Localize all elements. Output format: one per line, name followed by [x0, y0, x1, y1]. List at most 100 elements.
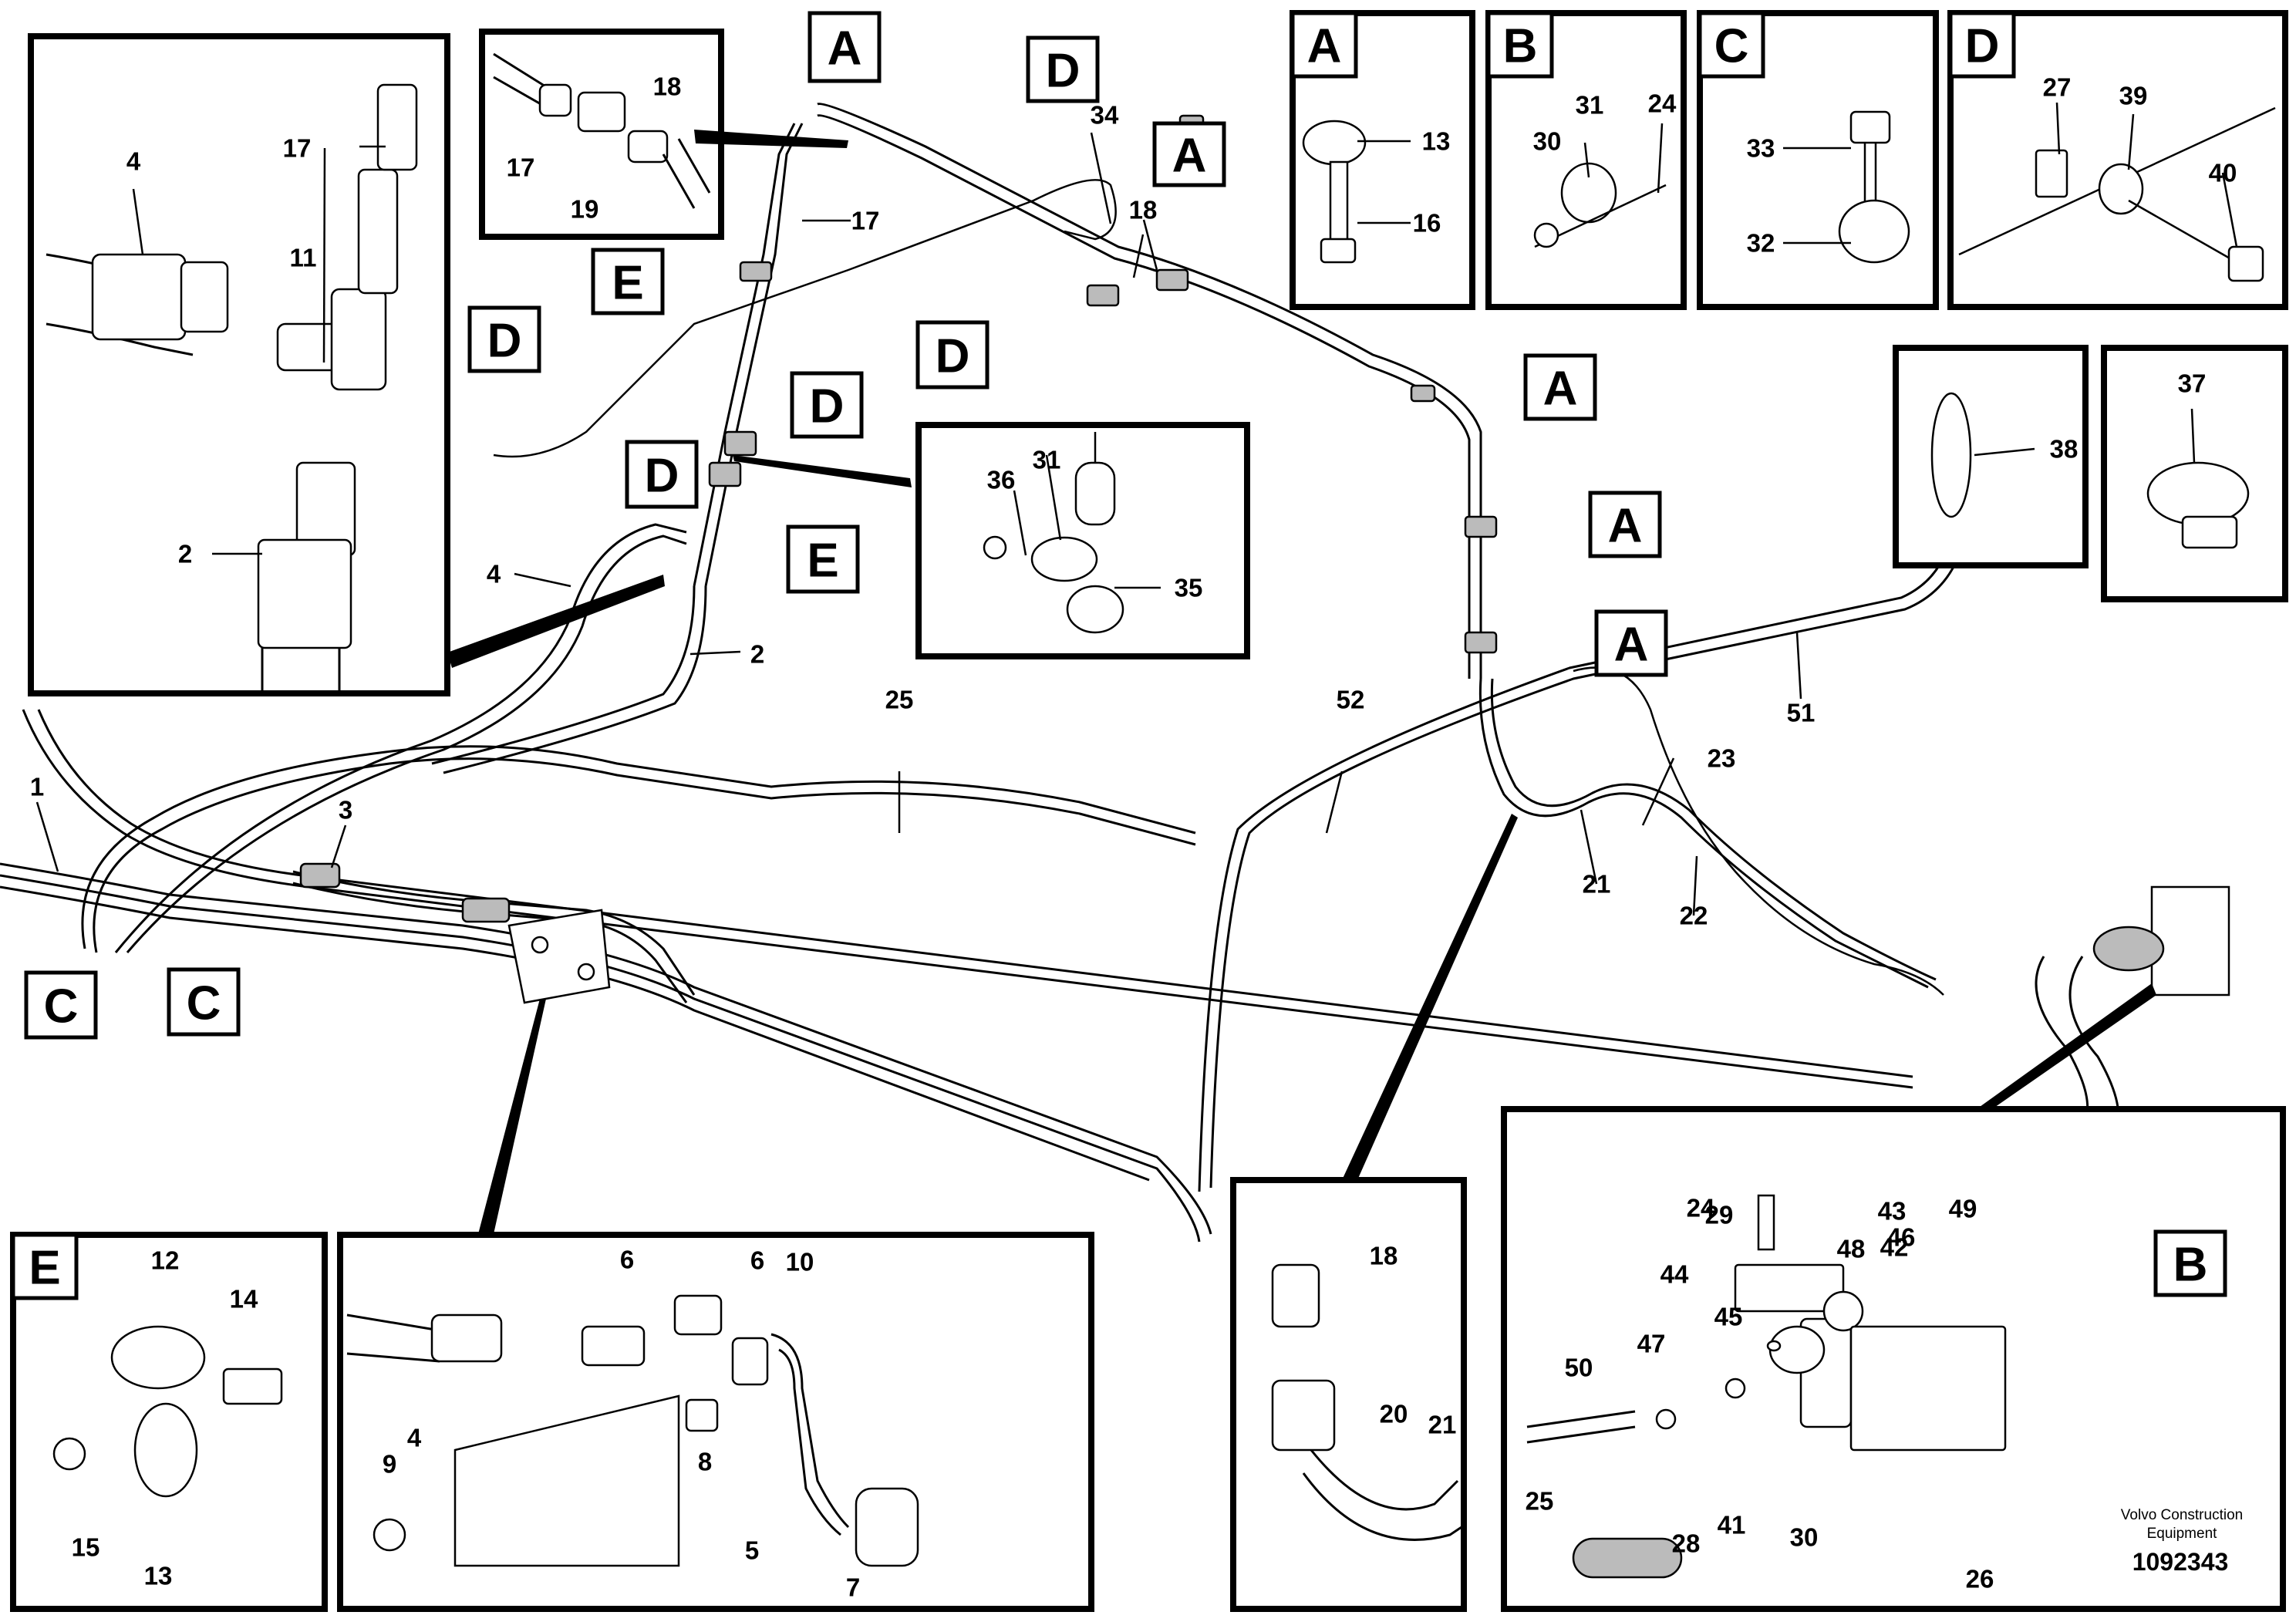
- part-label-21: 21: [1428, 1411, 1457, 1439]
- part-label-12: 12: [151, 1246, 180, 1275]
- callout-tag-a: A: [1588, 491, 1662, 558]
- handle-knob: [2092, 926, 2165, 972]
- callout-letter: B: [2173, 1239, 2208, 1292]
- part-label-4: 4: [126, 147, 141, 176]
- callout-tag-a: A: [1152, 121, 1226, 187]
- callout-letter: A: [1172, 130, 1207, 183]
- part-label-18: 18: [1129, 196, 1158, 224]
- part-label-17: 17: [851, 207, 880, 235]
- part-label-29: 29: [1705, 1201, 1734, 1229]
- callout-tag-d: D: [467, 305, 541, 373]
- part-label-3: 3: [339, 796, 352, 824]
- part-label-50: 50: [1565, 1354, 1593, 1382]
- part-label-45: 45: [1714, 1303, 1743, 1331]
- callout-tag-a: A: [807, 11, 882, 83]
- callout-tag-e: E: [786, 524, 860, 594]
- valve-block: [2150, 885, 2230, 996]
- part-label-5: 5: [745, 1536, 759, 1565]
- part-label-16: 16: [1413, 209, 1441, 238]
- callout-tag-d-detail: D: [1948, 11, 2016, 79]
- part-label-8: 8: [698, 1448, 712, 1476]
- callout-letter: A: [1543, 363, 1578, 416]
- part-label-1: 1: [30, 773, 44, 801]
- part-label-20: 20: [1380, 1400, 1408, 1428]
- callout-letter: D: [936, 330, 970, 383]
- part-label-25: 25: [885, 686, 914, 714]
- part-label-13: 13: [144, 1562, 173, 1590]
- part-label-9: 9: [383, 1450, 396, 1479]
- part-label-11: 11: [290, 244, 317, 272]
- callout-tag-a: A: [1594, 609, 1668, 677]
- part-label-33: 33: [1747, 134, 1775, 163]
- detail-pointers: [447, 130, 2156, 1234]
- callout-letter: C: [1714, 20, 1749, 73]
- callout-tag-a-detail: A: [1290, 11, 1358, 79]
- callout-letter: A: [828, 22, 862, 76]
- part-label-47: 47: [1637, 1330, 1666, 1358]
- callout-tag-a: A: [1523, 353, 1597, 421]
- detail-box-fitting-tee: [28, 33, 450, 696]
- leader-lines: [35, 102, 2238, 916]
- part-label-4: 4: [407, 1424, 422, 1452]
- detail-box-hose-end: [479, 29, 724, 240]
- part-label-2: 2: [178, 540, 192, 568]
- part-label-23: 23: [1708, 744, 1736, 773]
- part-label-48: 48: [1837, 1235, 1866, 1263]
- callout-letter: D: [645, 450, 679, 503]
- part-label-13: 13: [1422, 127, 1451, 156]
- part-label-38: 38: [2050, 435, 2079, 464]
- part-label-52: 52: [1337, 686, 1365, 714]
- part-label-27: 27: [2043, 73, 2072, 102]
- part-label-30: 30: [1790, 1523, 1819, 1552]
- part-label-18: 18: [653, 73, 682, 101]
- part-label-51: 51: [1787, 699, 1816, 727]
- detail-box-E-clamp: [915, 422, 1250, 659]
- part-label-40: 40: [2209, 159, 2237, 187]
- part-label-17: 17: [283, 134, 312, 163]
- callout-tag-b-detail: B: [1486, 11, 1554, 79]
- callout-letter: C: [187, 977, 221, 1030]
- part-label-46: 46: [1887, 1223, 1916, 1252]
- callout-tag-d: D: [915, 320, 990, 389]
- part-label-25: 25: [1526, 1487, 1554, 1516]
- part-label-28: 28: [1672, 1529, 1701, 1558]
- callout-tag-d: D: [625, 440, 699, 509]
- callout-letter: D: [810, 380, 845, 433]
- part-label-41: 41: [1718, 1511, 1746, 1539]
- part-label-44: 44: [1660, 1260, 1689, 1289]
- part-label-6: 6: [620, 1246, 634, 1274]
- part-label-7: 7: [846, 1573, 860, 1602]
- document-number: 1092343: [2132, 1548, 2229, 1576]
- callout-letter: A: [1608, 500, 1643, 553]
- part-label-43: 43: [1878, 1197, 1907, 1226]
- callout-tag-e-detail: E: [11, 1233, 79, 1300]
- callout-tag-e: E: [591, 248, 665, 315]
- part-label-35: 35: [1175, 574, 1203, 602]
- detail-box-hose-connection: [1230, 1177, 1467, 1612]
- part-label-30: 30: [1533, 127, 1562, 156]
- callout-letter: D: [487, 315, 522, 368]
- callout-letter: C: [44, 980, 79, 1034]
- callout-letter: E: [29, 1242, 60, 1295]
- callout-tag-c: C: [167, 967, 241, 1037]
- callout-letter: D: [1965, 20, 2000, 73]
- callout-letter: D: [1046, 45, 1081, 98]
- callout-tag-c: C: [24, 970, 98, 1040]
- mounting-plate: [507, 909, 611, 1004]
- detail-box-band-clamp: [2101, 345, 2288, 602]
- part-label-17: 17: [507, 153, 535, 182]
- part-label-39: 39: [2119, 82, 2148, 110]
- part-label-19: 19: [571, 195, 599, 224]
- callout-letter: A: [1307, 20, 1342, 73]
- part-numbers: 1 2 3 4 25 52 51 23 21 22 17 18 34 4 17 …: [30, 73, 2237, 1602]
- part-label-2: 2: [750, 640, 764, 669]
- callout-tag-d: D: [790, 371, 864, 439]
- part-label-36: 36: [987, 466, 1016, 494]
- detail-box-valve-assembly: [1501, 1106, 2286, 1612]
- brand-footer: Volvo Construction Equipment 1092343: [2121, 1507, 2243, 1576]
- part-label-42: 42: [1880, 1233, 1909, 1262]
- detail-box-cable-tie: [1893, 345, 2089, 568]
- part-label-15: 15: [72, 1533, 100, 1562]
- part-label-4: 4: [487, 560, 501, 588]
